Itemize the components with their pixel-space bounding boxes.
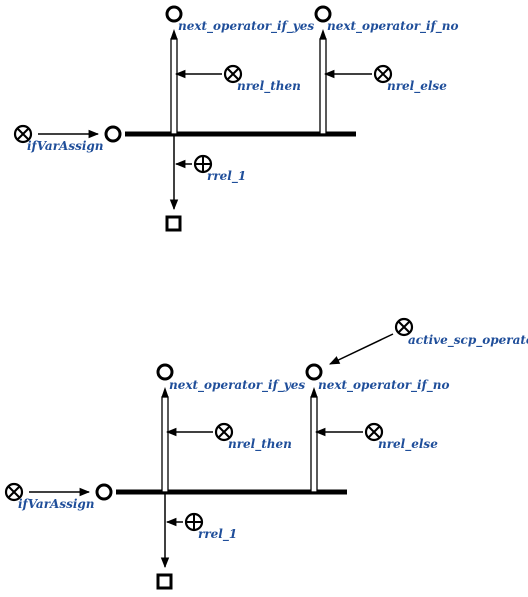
label-rrel-1: rrel_1 — [207, 169, 246, 184]
terminal-square-icon — [165, 215, 182, 232]
label-nrel-then: nrel_then — [228, 437, 292, 452]
label-nrel-else: nrel_else — [378, 437, 438, 452]
assign-relation-icon — [13, 124, 33, 144]
else-relation-icon — [373, 64, 393, 84]
no-node-icon — [305, 363, 323, 381]
no-hollow-arrow — [319, 29, 327, 135]
no-node-icon — [314, 5, 332, 23]
label-if-var-assign: ifVarAssign — [27, 139, 104, 153]
terminal-square-icon — [156, 573, 173, 590]
label-next-operator-if-yes: next_operator_if_yes — [178, 19, 314, 34]
label-next-operator-if-no: next_operator_if_no — [327, 19, 459, 34]
then-relation-icon — [223, 64, 243, 84]
yes-node-icon — [156, 363, 174, 381]
label-next-operator-if-yes: next_operator_if_yes — [169, 378, 305, 393]
operator-node-icon — [95, 483, 113, 501]
active-arrow — [329, 333, 394, 365]
rrel-plus-icon — [184, 512, 204, 532]
no-hollow-arrow — [310, 387, 318, 493]
operator-node-icon — [104, 125, 122, 143]
label-nrel-else: nrel_else — [387, 79, 447, 94]
rrel-plus-icon — [193, 154, 213, 174]
yes-hollow-arrow — [170, 29, 178, 135]
assign-relation-icon — [4, 482, 24, 502]
diagram-2: active_scp_operator next_operator_if_yes… — [4, 317, 528, 590]
label-rrel-1: rrel_1 — [198, 527, 237, 542]
diagram-1: next_operator_if_yes next_operator_if_no… — [13, 5, 459, 232]
then-relation-icon — [214, 422, 234, 442]
else-relation-icon — [364, 422, 384, 442]
label-next-operator-if-no: next_operator_if_no — [318, 378, 450, 393]
label-nrel-then: nrel_then — [237, 79, 301, 94]
yes-hollow-arrow — [161, 387, 169, 493]
yes-node-icon — [165, 5, 183, 23]
label-if-var-assign: ifVarAssign — [18, 497, 95, 511]
active-relation-icon — [394, 317, 414, 337]
label-active-scp-operator: active_scp_operator — [408, 333, 528, 348]
